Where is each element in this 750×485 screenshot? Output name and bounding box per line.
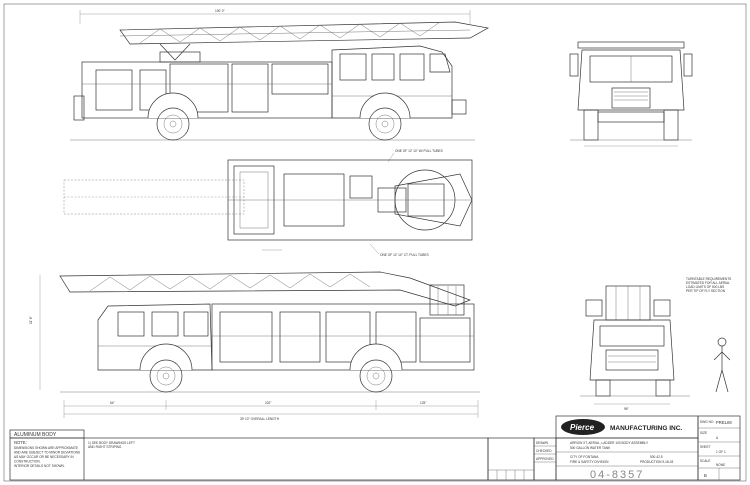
company-logo-text: Pierce [570, 423, 595, 432]
sheet-border [3, 3, 747, 482]
size-label: SIZE [700, 431, 707, 435]
overall-length-dim: 39' 10" OVERALL LENGTH [240, 417, 280, 421]
notes-line-5: INTERIOR DETAILS NOT SHOWN. [14, 464, 65, 468]
sheet-value: 1 OF 1 [716, 450, 726, 454]
plan-view: ONE OF 12' 10" W/ PULL TUBES ONE OF 12' … [63, 149, 473, 257]
rear-width-dim: 96" [624, 407, 629, 411]
revision-line-2: AND RIGHT STRIPING [88, 445, 122, 449]
customer-line-1: CITY OF FONTANA [570, 455, 599, 459]
scale-value: NONE [716, 463, 725, 467]
scale-figure [713, 337, 731, 393]
title-block: ALUMINUM BODY NOTE: DIMENSIONS SHOWN ARE… [9, 415, 741, 481]
right-code: 500-42.5 [650, 455, 663, 459]
plan-callout-bottom: ONE OF 12' 10" CT. PULL TUBES [380, 253, 429, 257]
revision-line-1: 1) SEE BODY DRAWINGS LEFT [88, 441, 135, 445]
dwg-no-label: DWG NO [700, 420, 714, 424]
wheelbase-dim: 202" [265, 401, 271, 405]
description-line-1: ARROW XT, AERIAL, LADDER 100 BODY ASSEMB… [570, 441, 649, 445]
front-view [569, 41, 693, 147]
notes-line-1: DIMENSIONS SHOWN ARE APPROXIMATE [14, 446, 78, 450]
checked-label: CHECKED [536, 449, 552, 453]
prelim-label: PRELIM [716, 420, 732, 425]
front-overhang-dim: 64" [110, 401, 115, 405]
sheet-label: SHEET [700, 445, 711, 449]
side-view-lower: 11' 6" [29, 271, 480, 421]
right-sub: PRODUCTION 9-18-03 [640, 460, 674, 464]
notes-line-4: CONSTRUCTION. [14, 460, 41, 464]
description-line-2: 500 GALLON WATER TANK [570, 446, 611, 450]
rear-view: TURNTABLE REQUIREMENTS ESTIMATED FOR ALL… [580, 277, 732, 411]
drawn-label: DRAWN [536, 441, 549, 445]
notes-line-2: AND ARE SUBJECT TO MINOR DEVIATIONS [14, 451, 80, 455]
side-view-upper: 100' 0" [70, 9, 490, 141]
order-number: 04-8357 [590, 469, 644, 481]
company-name: MANUFACTURING INC. [610, 425, 682, 432]
size-value-b: B [704, 473, 707, 478]
notes-line-3: AS MAY OCCUR OR BE NECESSARY IN [14, 455, 74, 459]
height-dimension: 11' 6" [29, 316, 33, 324]
approved-label: APPROVED [536, 457, 554, 461]
body-label: ALUMINUM BODY [14, 432, 57, 438]
scale-label: SCALE [700, 459, 710, 463]
notes-title: NOTE: [14, 440, 27, 445]
ladder-note: TURNTABLE REQUIREMENTS ESTIMATED FOR ALL… [686, 277, 732, 293]
pierce-logo-icon [561, 419, 605, 435]
overall-dimension-top: 100' 0" [215, 9, 225, 13]
plan-callout-top: ONE OF 12' 10" W/ PULL TUBES [395, 149, 443, 153]
rear-overhang-dim: 125" [420, 401, 426, 405]
customer-line-2: FIRE & SAFETY DIVISION [570, 460, 609, 464]
size-value: A [716, 436, 719, 440]
